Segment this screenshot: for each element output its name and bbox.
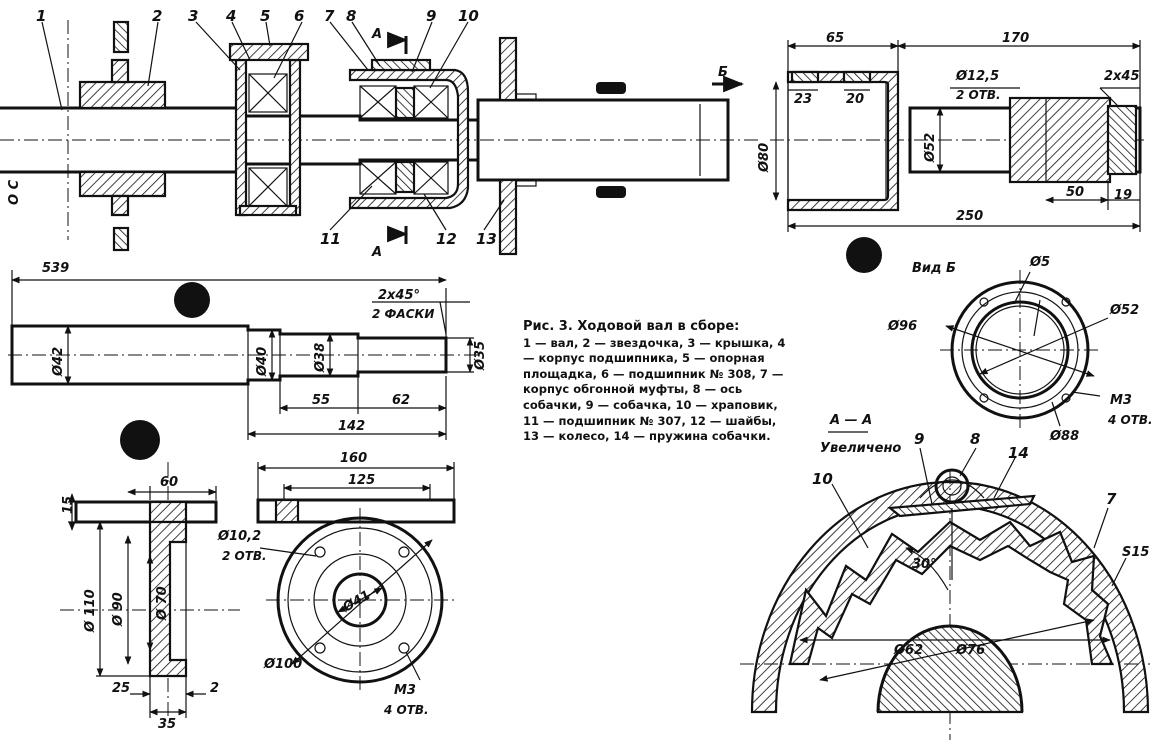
part-label-12: 12	[436, 230, 457, 248]
part-label-1: 1	[36, 7, 46, 25]
vb-dim-m3: М3	[1110, 393, 1132, 408]
dim-d42: Ø42	[51, 347, 66, 377]
dim-holes: 2 ОТВ.	[956, 88, 1001, 102]
fl-dim-m3: М3	[394, 683, 416, 698]
part-labels: 1 2 3 4 5 6 7 8 9 10 11 12 13 О С А А Б	[7, 7, 728, 260]
dim-20: 20	[846, 92, 864, 107]
fl-dim-d41: Ø41	[340, 588, 374, 616]
part-label-9b: 9	[914, 430, 924, 448]
dim-d35: Ø35	[473, 341, 488, 371]
dim-d38: Ø38	[313, 343, 328, 373]
hb-dim-d70: Ø 70	[155, 586, 170, 621]
hb-dim-60: 60	[160, 475, 178, 490]
section-aa-title: А — А	[829, 413, 872, 428]
marker-dot	[120, 420, 160, 460]
fl-dim-d10-2: Ø10,2	[217, 529, 261, 544]
section-aa	[740, 431, 1150, 740]
vb-dim-d5: Ø5	[1029, 255, 1050, 270]
part-label-5: 5	[260, 7, 270, 25]
part-label-4: 4	[225, 7, 236, 25]
dim-539: 539	[42, 261, 69, 276]
dim-250: 250	[956, 209, 983, 224]
part-label-10: 10	[458, 7, 479, 25]
hb-dim-25: 25	[112, 681, 130, 696]
hb-dim-d90: Ø 90	[111, 592, 126, 627]
arrow-b-label: Б	[718, 65, 728, 80]
flange-detail	[256, 462, 456, 694]
section-a-top: А	[371, 27, 382, 42]
vb-dim-d88: Ø88	[1049, 429, 1079, 444]
dim-55: 55	[312, 393, 330, 408]
dim-19: 19	[1114, 188, 1132, 203]
fl-dim-holes4: 4 ОТВ.	[383, 703, 429, 717]
part-label-10b: 10	[812, 470, 833, 488]
shaft-assembly	[0, 20, 760, 256]
hb-dim-2: 2	[210, 681, 219, 696]
dim-d40: Ø40	[255, 347, 270, 377]
dim-65: 65	[826, 31, 844, 46]
axis-label: О С	[7, 179, 22, 205]
figure-caption: Рис. 3. Ходовой вал в сборе: 1 — вал, 2 …	[523, 319, 791, 445]
part-label-14: 14	[1008, 444, 1029, 462]
clutch-housing-dims: 65 170 23 20 Ø12,5 2 ОТВ. 2х45 Ø80 Ø52 5…	[757, 31, 1140, 224]
part-label-9: 9	[426, 7, 436, 25]
dim-chamfer: 2х45°	[378, 288, 420, 303]
dim-142: 142	[338, 419, 365, 434]
part-label-8: 8	[346, 7, 356, 25]
part-label-3: 3	[188, 7, 198, 25]
marker-dot	[174, 282, 210, 318]
fl-dim-holes: 2 ОТВ.	[222, 549, 267, 563]
part-label-11: 11	[320, 230, 341, 248]
hb-dim-d110: Ø 110	[83, 589, 98, 633]
section-aa-enlarged: Увеличено	[820, 441, 901, 456]
view-b-title: Вид Б	[912, 261, 956, 276]
flange-dims: 160 125 Ø10,2 2 ОТВ. Ø41 Ø100 М3 4 ОТВ.	[217, 451, 429, 717]
view-b-dims: Вид Б Ø5 Ø96 Ø52 М3 4 ОТВ. Ø88	[887, 255, 1153, 444]
clutch-housing-detail	[770, 40, 1145, 232]
aa-dim-30: 30°	[912, 557, 937, 572]
part-label-8b: 8	[970, 430, 980, 448]
marker-dot	[846, 237, 882, 273]
dim-2x45: 2х45	[1104, 69, 1140, 84]
part-label-2: 2	[152, 7, 162, 25]
view-b	[940, 270, 1109, 430]
dim-chamfer-note: 2 ФАСКИ	[372, 307, 434, 321]
caption-body: 1 — вал, 2 — звездочка, 3 — крышка, 4 — …	[523, 335, 786, 444]
dim-d52: Ø52	[923, 133, 938, 163]
aa-dim-d76: Ø76	[955, 643, 985, 658]
vb-dim-d96: Ø96	[887, 319, 917, 334]
section-aa-labels: А — А Увеличено 9 8 14 10 7 30° S15 Ø62 …	[812, 413, 1149, 658]
bearing-housing-dims: 60 15 Ø 110 Ø 90 Ø 70 25 2 35	[61, 475, 219, 732]
shaft-detail	[8, 270, 480, 440]
bearing-housing-detail	[60, 462, 240, 720]
fl-dim-160: 160	[340, 451, 367, 466]
dim-50: 50	[1066, 185, 1084, 200]
part-label-13: 13	[476, 230, 497, 248]
caption-title: Рис. 3. Ходовой вал в сборе:	[523, 319, 740, 334]
dim-62: 62	[392, 393, 410, 408]
part-label-6: 6	[294, 7, 304, 25]
aa-dim-d62: Ø62	[893, 643, 923, 658]
vb-dim-d52: Ø52	[1109, 303, 1139, 318]
vb-dim-holes: 4 ОТВ.	[1107, 413, 1153, 427]
section-a-bottom: А	[371, 245, 382, 260]
aa-dim-s15: S15	[1122, 545, 1149, 560]
dim-23: 23	[794, 92, 812, 107]
dim-170: 170	[1002, 31, 1029, 46]
part-label-7b: 7	[1106, 490, 1117, 508]
fl-dim-125: 125	[348, 473, 375, 488]
shaft-detail-dims: 539 2х45° 2 ФАСКИ Ø42 Ø40 Ø38 Ø35 55 62 …	[42, 261, 488, 434]
hb-dim-15: 15	[61, 496, 76, 514]
hb-dim-35: 35	[158, 717, 176, 732]
dim-d12-5: Ø12,5	[955, 69, 999, 84]
part-label-7: 7	[324, 7, 335, 25]
fl-dim-d100: Ø100	[263, 657, 302, 672]
dim-d80: Ø80	[757, 143, 772, 173]
